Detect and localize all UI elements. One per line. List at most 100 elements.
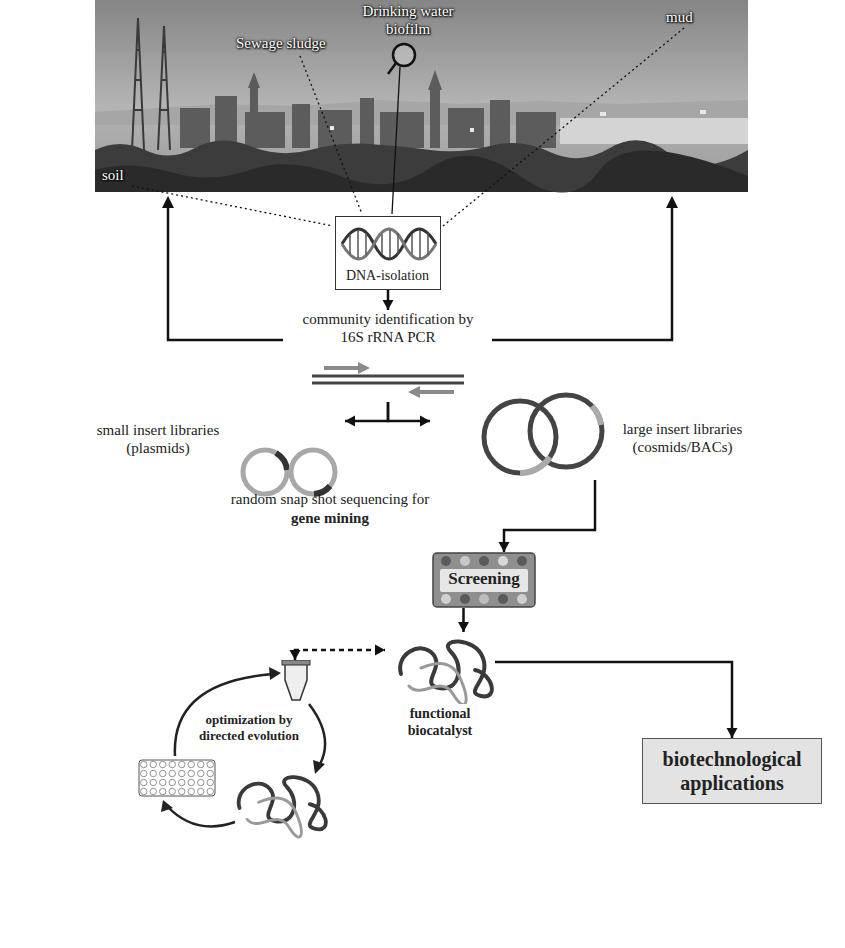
plate-icon-part xyxy=(188,788,194,794)
protein-icon xyxy=(385,632,495,704)
city-photo-part-part xyxy=(160,52,168,110)
screening-plate-icon-part-part xyxy=(498,594,508,604)
plate-icon-part xyxy=(188,761,194,767)
tube-icon-part xyxy=(285,662,307,700)
city-photo-part-part xyxy=(134,50,142,110)
return-arrowheads-part xyxy=(666,196,678,208)
text-label: random snap shot sequencing for xyxy=(160,490,500,508)
return-arrowheads xyxy=(162,196,678,208)
plasmid-icon-part xyxy=(291,450,335,494)
node-text: large insert libraries (cosmids/BACs) xyxy=(605,420,760,456)
plate-icon-part xyxy=(198,770,204,776)
plate-icon-part xyxy=(141,779,147,785)
cosmid-icon-part xyxy=(592,406,601,425)
plate-icon-part xyxy=(207,761,213,767)
city-photo-part-part xyxy=(248,72,260,88)
directed-evolution-cycle-part-part xyxy=(269,667,281,680)
pcr-primer-icon-part xyxy=(312,382,464,385)
node-text: functional biocatalyst xyxy=(385,706,495,740)
cosmid-icon-part xyxy=(530,395,602,467)
connector-line xyxy=(504,480,595,552)
arrowhead xyxy=(458,622,469,632)
screening-plate-icon-part-part xyxy=(517,594,527,604)
cosmid-icon-part xyxy=(520,457,550,473)
plate-icon-part xyxy=(198,761,204,767)
connector xyxy=(458,608,469,632)
dna-helix-icon-part-part xyxy=(411,234,413,254)
return-arrows-part xyxy=(168,206,283,340)
text-label: gene mining xyxy=(160,509,500,527)
arrowhead xyxy=(383,300,394,310)
plate-icon-part xyxy=(141,761,147,767)
dna-helix-icon-part xyxy=(342,229,436,259)
connector xyxy=(388,402,430,427)
plate-icon-part xyxy=(169,770,175,776)
pcr-primer-icon-part xyxy=(312,375,464,378)
sample-leader-lines-part xyxy=(392,67,400,214)
library-group: small insert libraries (plasmids) xyxy=(70,405,345,505)
directed-evolution-cycle-part xyxy=(167,674,325,826)
dna-helix-icon-part-part xyxy=(357,230,359,258)
pcr-primer-icon xyxy=(302,356,474,400)
plate-icon-part xyxy=(207,788,213,794)
plate-icon-part xyxy=(188,770,194,776)
return-arrows-part xyxy=(492,206,672,340)
plasmid-icon-part xyxy=(276,453,287,470)
city-photo-part-part xyxy=(428,70,442,90)
city-photo-part xyxy=(95,0,748,192)
directed-evolution-cycle-part xyxy=(161,667,325,812)
city-photo-part-part xyxy=(448,108,484,148)
cosmid-icon-part xyxy=(484,401,556,473)
city-photo-part-part xyxy=(132,18,144,150)
directed-evolution-cycle-part xyxy=(239,777,326,837)
plate-icon-part xyxy=(169,761,175,767)
screening-plate-icon-part-part xyxy=(460,594,470,604)
city-photo-part xyxy=(180,70,556,148)
connector xyxy=(345,402,388,427)
plate-icon-part xyxy=(179,788,185,794)
return-arrowheads-part xyxy=(162,196,174,208)
tube-icon xyxy=(282,660,310,700)
dna-helix-icon-part-part xyxy=(427,233,429,255)
city-photo-part-part xyxy=(380,112,424,148)
city-photo-part-part xyxy=(250,88,258,112)
evolution-cycle: optimization by directed evolution xyxy=(135,660,345,840)
plate-icon-part xyxy=(169,779,175,785)
city-photo-part xyxy=(132,18,170,150)
screening-plate-icon-part-part xyxy=(479,594,489,604)
node-text: DNA-isolation xyxy=(336,268,439,285)
node-text: Screening xyxy=(432,569,536,589)
node-text: biotechnological applications xyxy=(653,747,811,795)
plate-icon-part xyxy=(169,788,175,794)
arrowhead xyxy=(290,650,301,660)
connector xyxy=(290,645,386,661)
plate-icon-part xyxy=(198,779,204,785)
directed-evolution-cycle-part-part xyxy=(309,704,325,766)
plate-icon-part xyxy=(179,779,185,785)
plate-icon-part xyxy=(198,788,204,794)
application-box: biotechnological applications xyxy=(642,738,822,804)
dna-helix-icon-part xyxy=(350,230,428,258)
screening-plate: Screening xyxy=(432,552,536,608)
plate-icon-part xyxy=(207,779,213,785)
city-photo-part-part xyxy=(158,26,170,150)
connector xyxy=(383,290,394,310)
plate-icon-part xyxy=(160,770,166,776)
connector xyxy=(495,662,738,738)
text-label: Sewage sludge xyxy=(236,34,356,52)
text-label: soil xyxy=(102,166,162,184)
sample-leader-lines xyxy=(132,28,684,226)
arrowhead xyxy=(727,728,738,738)
screening-plate-icon-part-part xyxy=(517,556,527,566)
text-label: Drinking water biofilm xyxy=(346,2,470,38)
directed-evolution-cycle-part-part xyxy=(167,806,235,826)
plasmid-icon-part xyxy=(243,450,287,494)
pcr-primer-icon-part xyxy=(324,366,360,370)
city-photo-part-part xyxy=(215,96,237,148)
node-text: optimization by directed evolution xyxy=(193,712,305,743)
plate-icon-part xyxy=(179,770,185,776)
